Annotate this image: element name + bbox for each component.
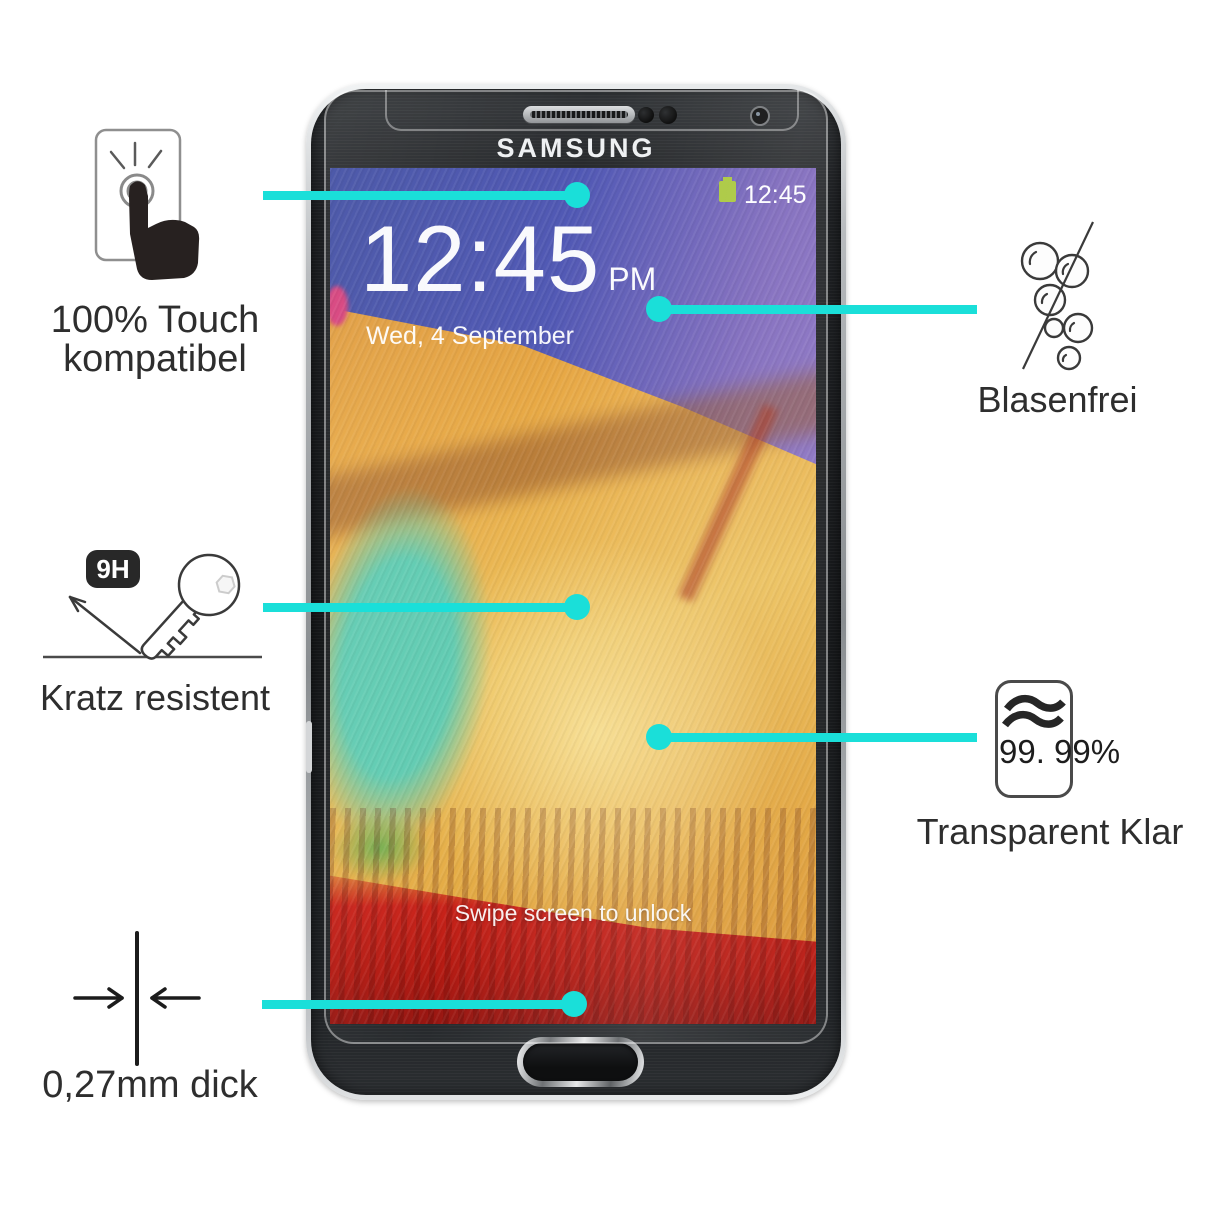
paint-streak-texture xyxy=(330,808,816,1024)
waves-glyph xyxy=(1002,694,1066,728)
proximity-sensor-icon xyxy=(638,107,654,123)
paint-green-dab xyxy=(330,813,430,883)
bubblefree-feature-label: Blasenfrei xyxy=(977,379,1138,420)
clarity-percentage: 99. 99% xyxy=(999,733,1121,770)
front-camera-icon xyxy=(750,106,770,126)
touch-callout-line xyxy=(263,191,570,200)
bubblefree-callout-dot xyxy=(646,296,672,322)
lockscreen-clock: 12:45 PM xyxy=(360,212,656,306)
touch-callout-dot xyxy=(564,182,590,208)
touch-label-line1: 100% Touch xyxy=(50,299,260,341)
unlock-hint: Swipe screen to unlock xyxy=(330,900,816,927)
clock-date: Wed, 4 September xyxy=(366,322,574,351)
speaker-mesh xyxy=(530,111,628,118)
no-bubbles-icon xyxy=(1020,221,1094,371)
clock-time: 12:45 xyxy=(360,212,600,306)
thickness-callout-dot xyxy=(561,991,587,1017)
thickness-arrows-icon xyxy=(73,931,201,1066)
light-sensor-icon xyxy=(659,106,677,124)
clarity-callout-dot xyxy=(646,724,672,750)
clarity-feature-label: Transparent Klar xyxy=(916,811,1184,852)
bubblefree-callout-line xyxy=(653,305,977,314)
finger-press-icon xyxy=(94,128,200,280)
scratch-callout-line xyxy=(263,603,570,612)
hardness-badge: 9H xyxy=(96,554,129,584)
clock-meridiem: PM xyxy=(608,261,656,298)
touch-feature-label: 100% Touch kompatibel xyxy=(25,299,285,381)
volume-button xyxy=(306,721,312,773)
touch-label-line2: kompatibel xyxy=(63,338,247,381)
statusbar-time: 12:45 xyxy=(744,181,807,210)
key-scratch-icon: 9H xyxy=(43,550,262,660)
paint-magenta-dab xyxy=(330,286,348,326)
battery-icon xyxy=(719,177,736,202)
thickness-feature-label: 0,27mm dick xyxy=(42,1064,258,1106)
home-button-surface xyxy=(523,1043,638,1081)
earpiece-speaker-icon xyxy=(523,106,635,123)
protector-speaker-cutout xyxy=(385,90,799,131)
clarity-callout-line xyxy=(653,733,977,742)
scratch-callout-dot xyxy=(564,594,590,620)
glass-protector-outline xyxy=(324,90,828,1044)
brand-logo: SAMSUNG xyxy=(311,133,841,164)
scratch-feature-label: Kratz resistent xyxy=(39,677,271,718)
home-button xyxy=(517,1037,644,1087)
thickness-callout-line xyxy=(262,1000,568,1009)
transparency-waves-icon xyxy=(995,680,1073,798)
